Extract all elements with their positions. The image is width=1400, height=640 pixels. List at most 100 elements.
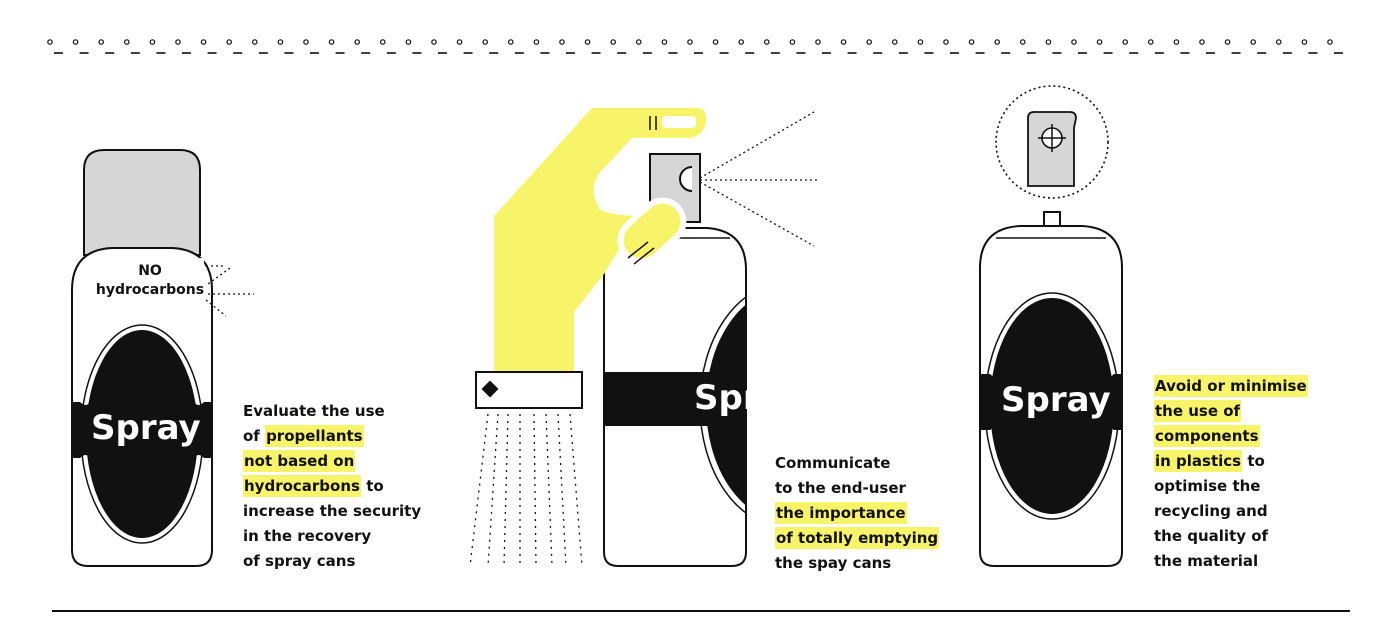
- border-dot: [1045, 39, 1052, 45]
- caption-left-line: not based on: [243, 449, 421, 474]
- border-dot: [175, 39, 181, 45]
- border-dot: [635, 39, 642, 45]
- caption-text: optimise the: [1154, 477, 1261, 495]
- caption-middle: Communicate to the end-user the importance…: [775, 451, 940, 576]
- caption-middle-line: to the end-user: [775, 476, 939, 501]
- border-dot: [610, 39, 617, 45]
- border-dot: [763, 39, 770, 45]
- caption-left-line: in the recovery: [243, 524, 421, 549]
- caption-text: the quality of: [1154, 527, 1269, 545]
- border-dot: [968, 39, 975, 45]
- caption-highlight: hydrocarbons: [243, 475, 361, 497]
- border-dot: [72, 39, 79, 45]
- caption-right-line: Avoid or minimise: [1154, 374, 1308, 399]
- border-dot: [1250, 39, 1257, 45]
- caption-right-line: the quality of: [1154, 524, 1308, 549]
- border-dot: [1301, 39, 1308, 45]
- caption-middle-line: of totally emptying: [775, 526, 940, 551]
- border-dot: [200, 39, 207, 45]
- border-dot: [1327, 39, 1333, 45]
- caption-text: recycling and: [1154, 502, 1268, 520]
- caption-text: the material: [1154, 552, 1259, 570]
- border-dot: [303, 39, 309, 45]
- left-can-label: Spray: [91, 408, 201, 448]
- right-can-band: [980, 374, 1122, 430]
- border-dot: [47, 39, 53, 45]
- caption-text: of: [243, 427, 266, 445]
- border-dot: [456, 39, 463, 45]
- caption-middle-line: the importance: [775, 501, 939, 526]
- border-dot: [1096, 39, 1103, 45]
- caption-highlight: in plastics: [1154, 450, 1243, 472]
- border-dot: [994, 39, 1001, 45]
- border-dot: [482, 39, 489, 45]
- border-dot: [431, 39, 437, 45]
- left-can-band: [72, 402, 212, 458]
- border-dot: [277, 39, 284, 45]
- border-dot: [354, 39, 361, 45]
- border-dot: [149, 39, 156, 45]
- caption-text: to the end-user: [775, 479, 906, 497]
- border-dot: [1019, 39, 1026, 45]
- caption-right-line: components: [1154, 424, 1308, 449]
- caption-text-after: to: [360, 477, 384, 495]
- top-dotted-border: [47, 39, 1343, 54]
- border-dot: [866, 39, 873, 45]
- hand: [469, 108, 707, 567]
- sleeve-dashes: [469, 413, 583, 567]
- caption-right-line: recycling and: [1154, 499, 1308, 524]
- right-can-label: Spray: [1001, 380, 1111, 420]
- border-dot: [507, 39, 514, 45]
- caption-highlight: components: [1154, 425, 1260, 447]
- border-dot: [661, 39, 668, 45]
- border-dot: [840, 39, 847, 45]
- border-dot: [687, 39, 693, 45]
- border-dot: [533, 39, 540, 45]
- border-dot: [712, 39, 719, 45]
- border-dot: [891, 39, 898, 45]
- caption-text: the spay cans: [775, 554, 892, 572]
- right-spray-can: [979, 85, 1123, 567]
- caption-highlight: of totally emptying: [775, 527, 940, 549]
- caption-text: of spray cans: [243, 552, 356, 570]
- border-dot: [405, 39, 412, 45]
- hand-thumb: [617, 197, 687, 265]
- middle-can-label: Spr: [694, 378, 760, 418]
- caption-highlight: the importance: [775, 502, 907, 524]
- caption-left-line: hydrocarbons to: [243, 474, 421, 499]
- caption-text: Communicate: [775, 454, 891, 472]
- border-dot: [1224, 39, 1231, 45]
- middle-can-band: [604, 372, 746, 426]
- border-dot: [252, 39, 258, 45]
- border-dot: [943, 39, 949, 45]
- caption-left-line: Evaluate the use: [243, 399, 421, 424]
- border-dot: [1122, 39, 1129, 45]
- border-dot: [1199, 39, 1205, 45]
- caption-left-line: of spray cans: [243, 549, 421, 574]
- no-hydrocarbons-line1: NO: [138, 263, 162, 279]
- caption-text-after: to: [1242, 452, 1265, 470]
- border-dot: [1071, 39, 1077, 45]
- left-spray-can: [71, 149, 254, 567]
- border-dot: [124, 39, 130, 45]
- border-dot: [559, 39, 565, 45]
- border-dot: [226, 39, 233, 45]
- no-hydrocarbons-label: NO hydrocarbons: [92, 262, 208, 300]
- border-dot: [98, 39, 105, 45]
- caption-highlight: propellants: [265, 425, 364, 447]
- caption-middle-line: the spay cans: [775, 551, 939, 576]
- border-dot: [584, 39, 591, 45]
- left-can-cap: [83, 149, 201, 256]
- hand-shape: [494, 108, 707, 372]
- border-dot: [1276, 39, 1282, 45]
- border-dot: [328, 39, 335, 45]
- border-dot: [1173, 39, 1180, 45]
- caption-highlight: not based on: [243, 450, 356, 472]
- caption-left: Evaluate the use of propellants not based …: [243, 399, 421, 574]
- caption-right-line: in plastics to: [1154, 449, 1308, 474]
- caption-left-line: increase the security: [243, 499, 421, 524]
- border-dot: [917, 39, 924, 45]
